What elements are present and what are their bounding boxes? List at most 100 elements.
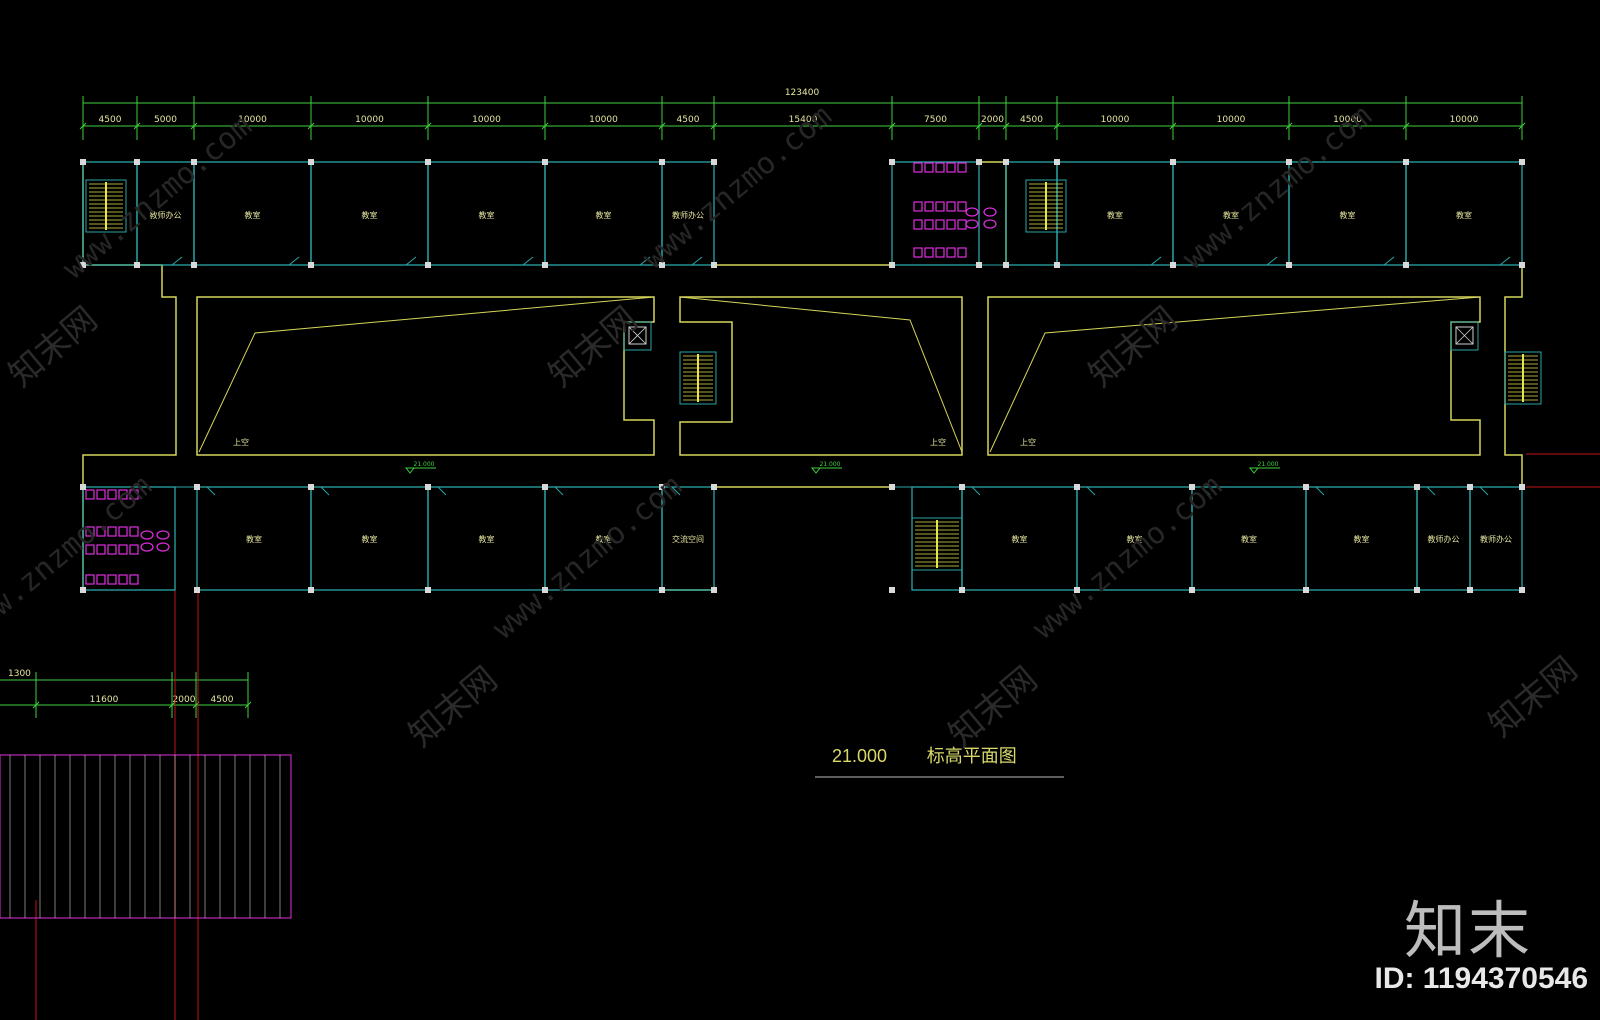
toilet-stall bbox=[118, 574, 128, 585]
toilet-stall bbox=[96, 544, 106, 555]
washbasin bbox=[983, 207, 997, 217]
door-swing bbox=[1383, 256, 1395, 266]
elevator-cross bbox=[628, 326, 647, 345]
structural-column bbox=[711, 159, 717, 165]
atrium-void-outline bbox=[987, 296, 1481, 456]
stair-flight bbox=[679, 351, 717, 405]
dimension-slash bbox=[424, 122, 432, 130]
structural-column bbox=[308, 484, 314, 490]
dimension-slash bbox=[168, 701, 176, 709]
toilet-stall bbox=[924, 162, 934, 173]
structural-column bbox=[194, 484, 200, 490]
structural-column bbox=[425, 587, 431, 593]
structural-column bbox=[1414, 484, 1420, 490]
stair-layer bbox=[85, 179, 1542, 571]
dimension-segment-text: 4500 bbox=[677, 115, 700, 125]
structural-column bbox=[425, 262, 431, 268]
dimension-segment-text: 10000 bbox=[1101, 115, 1130, 125]
dimension-segment-text: 10000 bbox=[1333, 115, 1362, 125]
stair-flight bbox=[85, 179, 127, 233]
door-swing bbox=[671, 486, 681, 496]
room-name-top: 教室 bbox=[1340, 210, 1356, 220]
drawing-title-elevation: 21.000 bbox=[832, 746, 888, 766]
door-swing bbox=[639, 256, 651, 266]
structural-column bbox=[711, 484, 717, 490]
dimension-segment-text: 10000 bbox=[1450, 115, 1479, 125]
dimension-slash bbox=[79, 122, 87, 130]
room-name-bottom: 教室 bbox=[1354, 534, 1370, 544]
structural-column bbox=[889, 262, 895, 268]
dimension-slash bbox=[1285, 122, 1293, 130]
room-name-top: 教室 bbox=[245, 210, 261, 220]
lower-block-outline bbox=[0, 754, 292, 919]
dimension-segment-text: 4500 bbox=[99, 115, 122, 125]
toilet-stall bbox=[118, 489, 128, 500]
elevator-car bbox=[628, 326, 647, 345]
room-name-top: 教室 bbox=[1223, 210, 1239, 220]
lower-dimension-segment-text: 4500 bbox=[211, 695, 234, 705]
room-name-top: 教室 bbox=[1107, 210, 1123, 220]
toilet-stall bbox=[924, 219, 934, 230]
room-name-top: 教师办公 bbox=[672, 210, 704, 220]
washbasin bbox=[965, 219, 979, 229]
washbasin bbox=[140, 542, 154, 552]
structural-column bbox=[711, 587, 717, 593]
atrium-void-outline bbox=[679, 296, 963, 456]
toilet-stall bbox=[129, 526, 139, 537]
toilet-stall bbox=[913, 247, 923, 258]
structural-column bbox=[1074, 484, 1080, 490]
structural-column bbox=[542, 159, 548, 165]
toilet-stall bbox=[85, 526, 95, 537]
stair-enclosure bbox=[1005, 161, 1058, 266]
lower-dimension-overall-text: 1300 bbox=[8, 669, 31, 679]
structural-column bbox=[659, 159, 665, 165]
structural-column bbox=[1286, 159, 1292, 165]
toilet-stall bbox=[129, 574, 139, 585]
structural-column bbox=[1519, 484, 1525, 490]
room-name-bottom: 教师办公 bbox=[1480, 534, 1512, 544]
structural-column bbox=[194, 587, 200, 593]
door-swing bbox=[1201, 486, 1211, 496]
room-name-bottom: 教室 bbox=[479, 534, 495, 544]
door-swing bbox=[1150, 256, 1162, 266]
room-layer: 教师办公教室教室教室教室教师办公教室教室教室教室教室教室教室教室交流空间教室教室… bbox=[82, 161, 1523, 591]
drawing-title-name: 标高平面图 bbox=[926, 746, 1017, 767]
toilet-stall bbox=[946, 247, 956, 258]
structural-column bbox=[659, 262, 665, 268]
dimension-slash bbox=[133, 122, 141, 130]
door-swing bbox=[288, 256, 300, 266]
atrium-roof-line bbox=[989, 296, 1481, 453]
dimension-slash bbox=[658, 122, 666, 130]
dimension-segment-text: 2000 bbox=[981, 115, 1004, 125]
dimension-slash bbox=[32, 701, 40, 709]
structural-column bbox=[1286, 262, 1292, 268]
washbasin bbox=[983, 219, 997, 229]
structural-column bbox=[80, 262, 86, 268]
structural-column bbox=[134, 262, 140, 268]
structural-column bbox=[1467, 484, 1473, 490]
toilet-stall bbox=[118, 544, 128, 555]
structural-column bbox=[1519, 159, 1525, 165]
door-swing bbox=[437, 486, 447, 496]
toilet-stall bbox=[107, 544, 117, 555]
structural-column bbox=[308, 587, 314, 593]
structural-column bbox=[1189, 587, 1195, 593]
dimension-slash bbox=[541, 122, 549, 130]
atrium-roof-line bbox=[679, 296, 963, 453]
dimension-segment-text: 10000 bbox=[1217, 115, 1246, 125]
toilet-stall bbox=[913, 201, 923, 212]
toilet-stall bbox=[85, 544, 95, 555]
door-swing bbox=[320, 486, 330, 496]
structural-column bbox=[1054, 262, 1060, 268]
lower-dimension-segment-text: 2000 bbox=[173, 695, 196, 705]
room-name-bottom: 教室 bbox=[1012, 534, 1028, 544]
toilet-stall bbox=[946, 219, 956, 230]
toilet-stall bbox=[946, 201, 956, 212]
structural-column bbox=[711, 262, 717, 268]
void-label: 上空 bbox=[1020, 437, 1036, 447]
structural-column bbox=[976, 262, 982, 268]
structural-column bbox=[542, 262, 548, 268]
structural-column bbox=[1170, 159, 1176, 165]
toilet-stall bbox=[935, 162, 945, 173]
